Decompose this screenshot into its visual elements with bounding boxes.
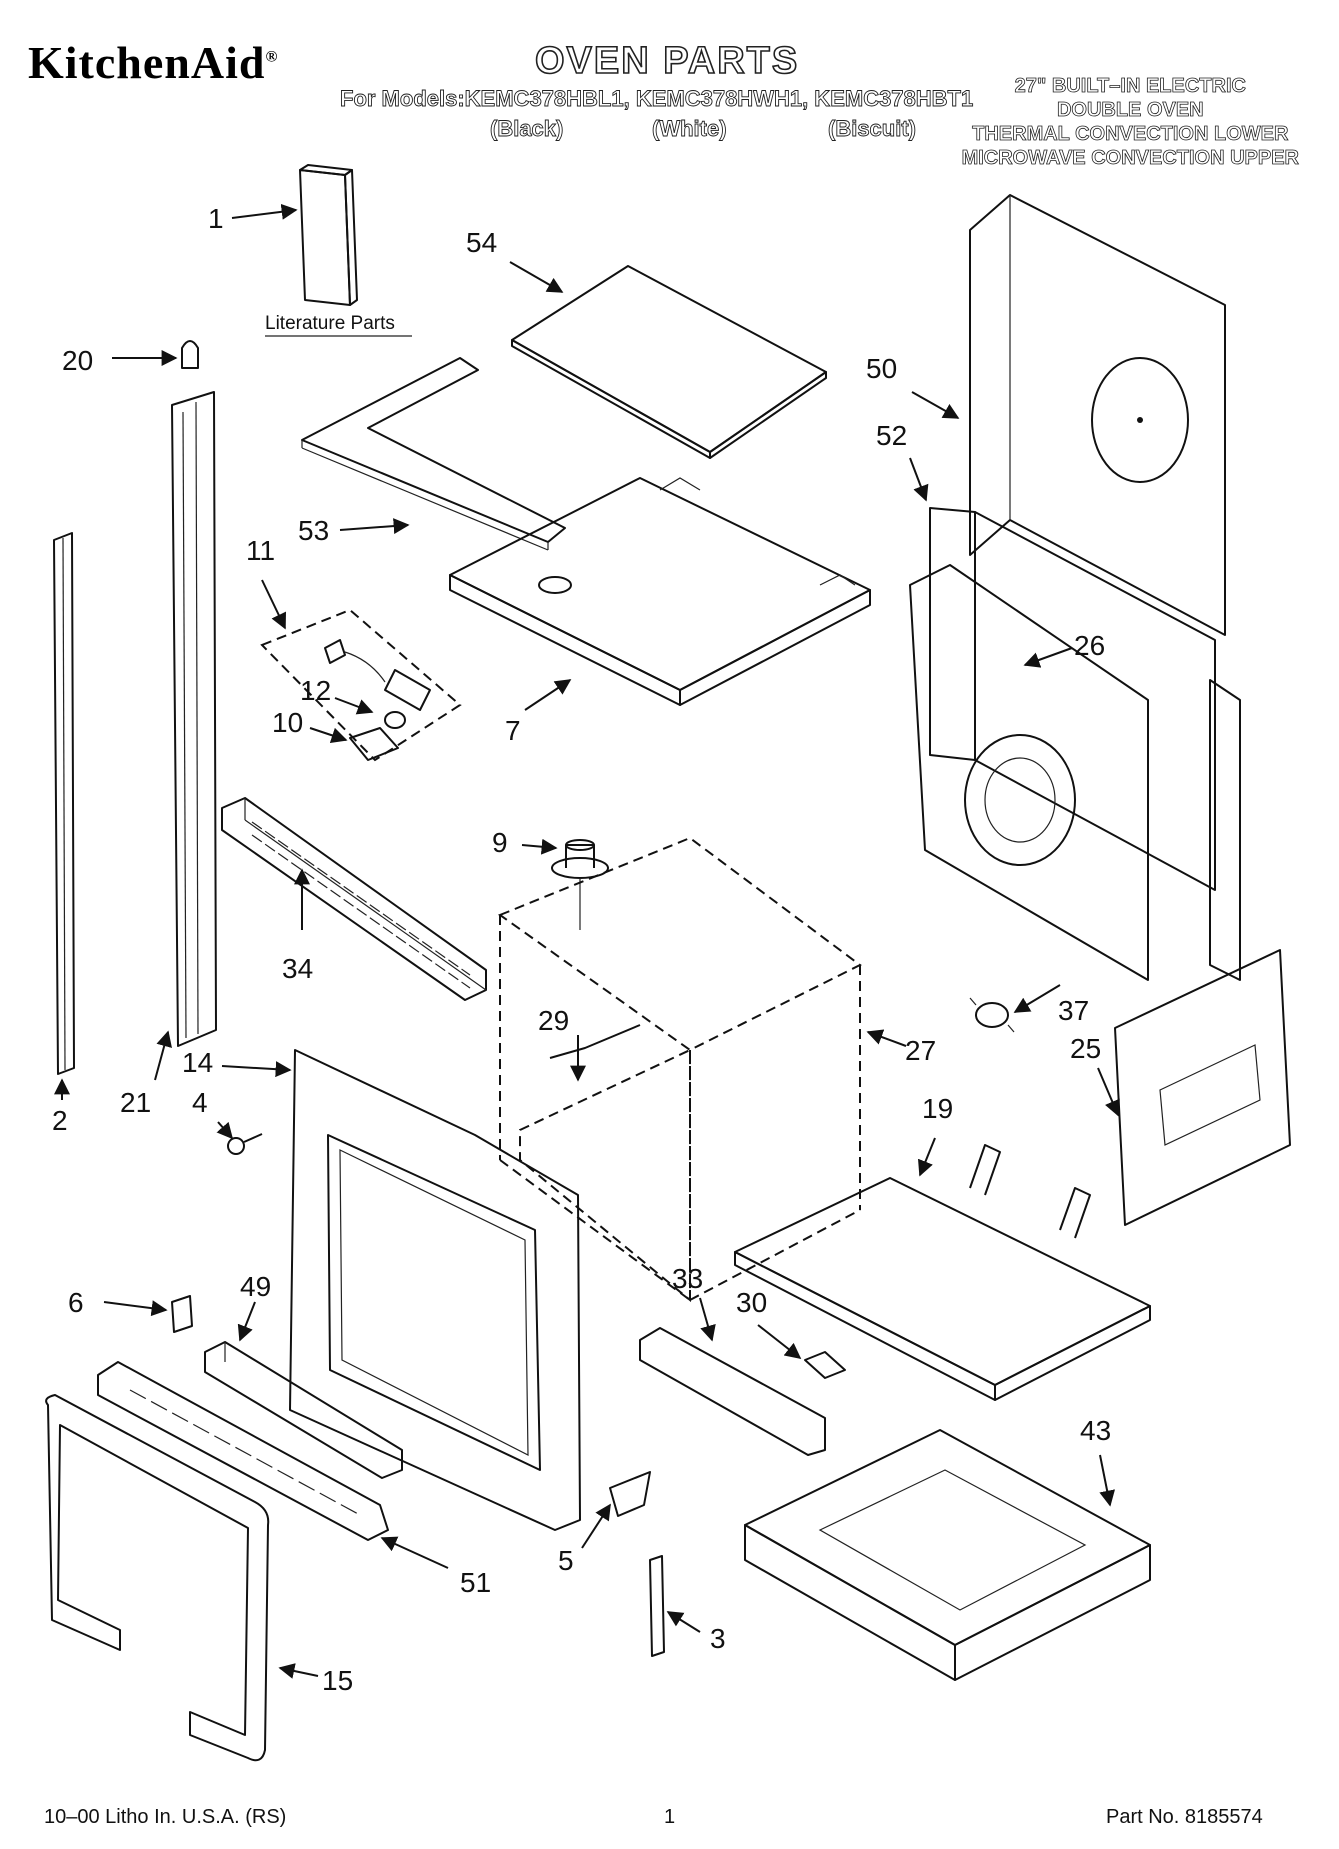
callout-53: 53 [298, 515, 329, 546]
callout-labels: 1 20 54 50 52 53 11 12 10 7 26 2 21 9 34… [52, 203, 1111, 1696]
light-socket-kit [260, 608, 462, 762]
front-bracket [639, 1327, 826, 1456]
side-panel [1114, 949, 1291, 1226]
callout-14: 14 [182, 1047, 213, 1078]
color-black: (Black) [490, 116, 564, 142]
desc-line-3: THERMAL CONVECTION LOWER [972, 123, 1289, 146]
models-line: For Models:KEMC378HBL1, KEMC378HWH1, KEM… [340, 86, 974, 112]
literature-book [299, 164, 358, 306]
oven-sensor [549, 1024, 641, 1059]
callout-5: 5 [558, 1545, 574, 1576]
callout-37: 37 [1058, 995, 1089, 1026]
thermal-fuse [969, 997, 1015, 1033]
oven-cavity [497, 836, 862, 1303]
footer-page-number: 1 [664, 1806, 676, 1828]
callout-19: 19 [922, 1093, 953, 1124]
rear-panel-52 [929, 507, 1216, 891]
callout-51: 51 [460, 1567, 491, 1598]
callout-11: 11 [246, 535, 275, 566]
callout-33: 33 [672, 1263, 703, 1294]
top-insulation-panel [511, 265, 827, 459]
lower-vent-trim [97, 1361, 389, 1541]
desc-line-1: 27" BUILT–IN ELECTRIC [1014, 75, 1246, 98]
door-gasket [45, 1394, 270, 1762]
callout-9: 9 [492, 827, 508, 858]
callout-34: 34 [282, 953, 313, 984]
lower-channel [204, 1341, 403, 1479]
bottom-tray [744, 1429, 1151, 1681]
side-trim-right [171, 391, 217, 1047]
callout-29: 29 [538, 1005, 569, 1036]
bracket-5 [609, 1471, 651, 1517]
thermostat-knob [551, 839, 609, 930]
callout-12: 12 [300, 675, 331, 706]
callout-1: 1 [208, 203, 224, 234]
convection-fan-housing [909, 564, 1241, 981]
callout-10: 10 [272, 707, 303, 738]
callout-6: 6 [68, 1287, 84, 1318]
footer-litho: 10–00 Litho In. U.S.A. (RS) [44, 1806, 287, 1828]
callout-54: 54 [466, 227, 497, 258]
rear-panel-50 [969, 194, 1226, 636]
callout-2: 2 [52, 1105, 68, 1136]
brand-logo: KitchenAid® [28, 37, 279, 88]
callout-21: 21 [120, 1087, 151, 1118]
small-clip [804, 1351, 846, 1379]
callout-4: 4 [192, 1087, 208, 1118]
leader-lines [54, 203, 1120, 1679]
door-clip [171, 1295, 193, 1333]
callout-20: 20 [62, 345, 93, 376]
side-trim-left [53, 532, 75, 1075]
bottom-plate [734, 1144, 1151, 1401]
callout-52: 52 [876, 420, 907, 451]
registered-mark: ® [265, 48, 279, 66]
page-title: OVEN PARTS [534, 39, 800, 83]
literature-parts-label: Literature Parts [265, 313, 395, 334]
callout-49: 49 [240, 1271, 271, 1302]
model-colors: (Black) (White) (Biscuit) [0, 116, 1339, 142]
screw [227, 1133, 263, 1155]
desc-line-4: MICROWAVE CONVECTION UPPER [961, 147, 1299, 170]
callout-26: 26 [1074, 630, 1105, 661]
vent-grille [221, 797, 487, 1001]
oven-description: 27" BUILT–IN ELECTRIC DOUBLE OVEN THERMA… [961, 74, 1299, 170]
footer-part-number: Part No. 8185574 [1106, 1806, 1263, 1828]
end-cap [181, 340, 199, 369]
callout-7: 7 [505, 715, 521, 746]
callout-27: 27 [905, 1035, 936, 1066]
l-shaped-insulation [301, 357, 566, 551]
callout-25: 25 [1070, 1033, 1101, 1064]
callout-15: 15 [322, 1665, 353, 1696]
bracket-3 [649, 1555, 665, 1657]
oven-top-plate [449, 477, 871, 706]
callout-43: 43 [1080, 1415, 1111, 1446]
door-frame [289, 1049, 581, 1531]
desc-line-2: DOUBLE OVEN [1056, 99, 1204, 122]
callout-30: 30 [736, 1287, 767, 1318]
color-white: (White) [652, 116, 727, 142]
callout-3: 3 [710, 1623, 726, 1654]
color-biscuit: (Biscuit) [828, 116, 917, 142]
callout-50: 50 [866, 353, 897, 384]
